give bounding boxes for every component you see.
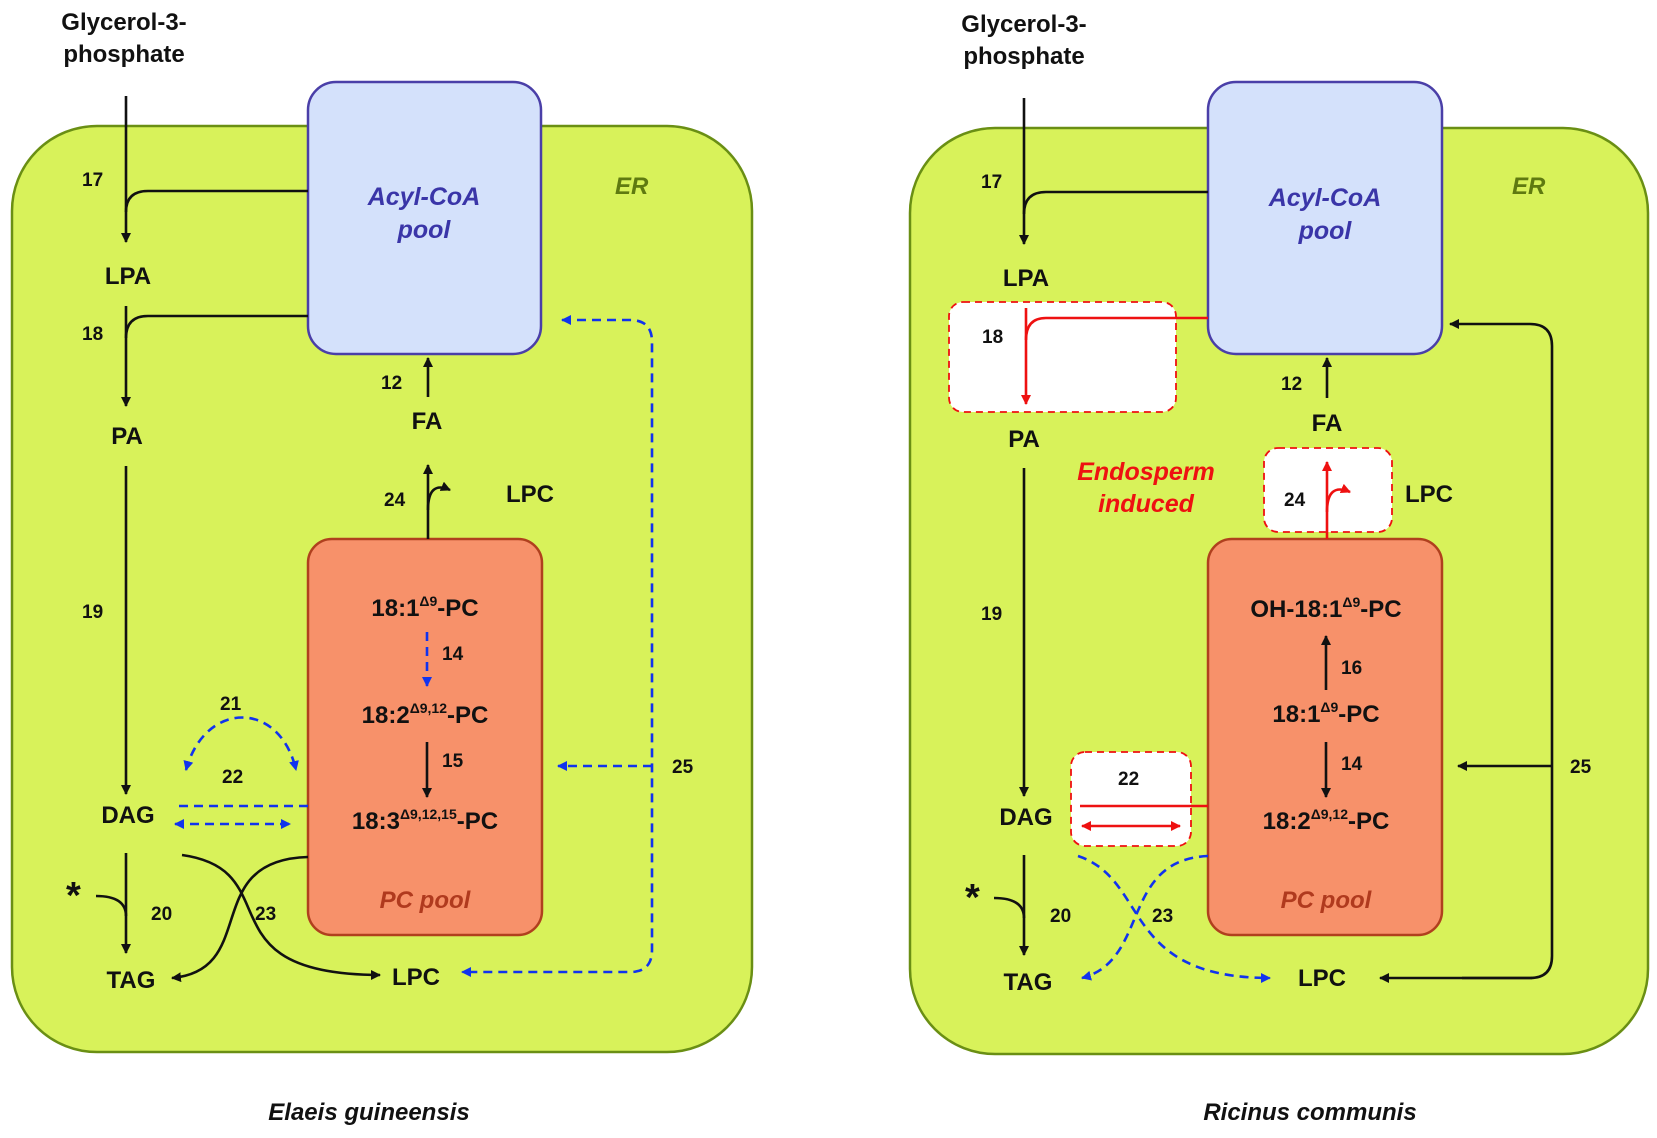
- step-16-2: 16: [1341, 658, 1362, 679]
- pc3-tail: -PC: [457, 808, 498, 835]
- step-21: 21: [220, 694, 242, 715]
- step-20: 20: [151, 904, 172, 925]
- pc3-sup-2: Δ9,12: [1311, 806, 1349, 822]
- step-24: 24: [384, 490, 406, 511]
- dashed-23-dag-to-lpc: [1077, 854, 1271, 983]
- acyl-feed-17-2: [1022, 190, 1208, 215]
- step-25: 25: [672, 757, 694, 778]
- step-14-2: 14: [1341, 754, 1363, 775]
- step-15: 15: [442, 751, 464, 772]
- step-19-2: 19: [981, 604, 1002, 625]
- step-12: 12: [381, 373, 402, 394]
- endosperm-induced-line1: Endosperm: [1077, 458, 1215, 486]
- lpa-label-2: LPA: [1003, 265, 1049, 292]
- dag-label: DAG: [101, 802, 154, 829]
- step-25-2: 25: [1570, 757, 1592, 778]
- pc2-main: 18:2: [362, 702, 410, 729]
- step-17-2: 17: [981, 172, 1002, 193]
- lpa-label: LPA: [105, 263, 151, 290]
- pc2-tail-2: -PC: [1338, 701, 1379, 728]
- endosperm-induced-line2: induced: [1098, 490, 1195, 518]
- panel-elaeis: ER Acyl-CoA pool PC pool Glycerol-3- pho…: [10, 9, 754, 1126]
- pc1-tail: -PC: [437, 595, 478, 622]
- dag-label-2: DAG: [999, 804, 1052, 831]
- er-label: ER: [615, 173, 649, 200]
- star-marker-2: *: [965, 877, 980, 919]
- step-22: 22: [222, 767, 243, 788]
- step-19: 19: [82, 602, 103, 623]
- star-marker: *: [66, 875, 81, 917]
- star-feed-20: [95, 894, 128, 917]
- pc-pool-label-2: PC pool: [1281, 887, 1373, 914]
- step-18-2: 18: [982, 327, 1003, 348]
- pc-species-1-2: OH-18:1Δ9-PC: [1250, 594, 1401, 623]
- tag-label-2: TAG: [1004, 969, 1053, 996]
- fa-label-2: FA: [1312, 410, 1343, 437]
- pc1-sup: Δ9: [419, 593, 437, 609]
- acyl-coa-pool-box-2: [1206, 80, 1444, 356]
- acyl-coa-pool-word: pool: [397, 216, 452, 244]
- acyl-coa-label: Acyl-CoA: [367, 183, 481, 211]
- pc1-tail-2: -PC: [1360, 596, 1401, 623]
- lpc-bottom-label: LPC: [392, 964, 440, 991]
- dashed-25-loop: [461, 315, 654, 977]
- panel-ricinus: ER Acyl-CoA pool PC pool Glycerol-3- pho…: [908, 11, 1650, 1126]
- acyl-coa-pool-word-2: pool: [1298, 217, 1353, 245]
- pc-species-3-2: 18:2Δ9,12-PC: [1263, 806, 1390, 835]
- species-label-elaeis: Elaeis guineensis: [268, 1099, 469, 1126]
- step-23-2: 23: [1152, 906, 1173, 927]
- arrow-23-pc-to-tag: [171, 855, 309, 983]
- lpc-bottom-label-2: LPC: [1298, 965, 1346, 992]
- pc2-tail: -PC: [447, 702, 488, 729]
- pc1-main-2: OH-18:1: [1250, 596, 1342, 623]
- g3p-label-line1: Glycerol-3-: [61, 9, 186, 36]
- step-22-2: 22: [1118, 769, 1139, 790]
- step-20-2: 20: [1050, 906, 1071, 927]
- pc2-sup: Δ9,12: [410, 700, 448, 716]
- step-17: 17: [82, 170, 103, 191]
- species-label-ricinus: Ricinus communis: [1203, 1099, 1416, 1126]
- red-arrow-24-to-lpc: [1325, 483, 1351, 513]
- pc-pool-label: PC pool: [380, 887, 472, 914]
- pc3-sup: Δ9,12,15: [400, 806, 457, 822]
- g3p-label-line1-2: Glycerol-3-: [961, 11, 1086, 38]
- star-feed-20-2: [993, 896, 1026, 919]
- pc2-main-2: 18:1: [1272, 701, 1320, 728]
- g3p-label-line2-2: phosphate: [963, 43, 1084, 70]
- pc2-sup-2: Δ9: [1320, 699, 1338, 715]
- pc-species-2-2: 18:1Δ9-PC: [1272, 699, 1379, 728]
- step-18: 18: [82, 324, 103, 345]
- lpc-top-label-2: LPC: [1405, 481, 1453, 508]
- arrow-23-dag-to-lpc: [181, 853, 381, 980]
- pc3-tail-2: -PC: [1348, 808, 1389, 835]
- loop-25: [1449, 319, 1554, 980]
- er-label-2: ER: [1512, 173, 1546, 200]
- pa-label-2: PA: [1008, 426, 1040, 453]
- pc3-main-2: 18:2: [1263, 808, 1311, 835]
- arrow-24-to-lpc: [426, 481, 451, 511]
- pc-pool-box-2: [1206, 537, 1444, 937]
- step-24-2: 24: [1284, 490, 1306, 511]
- tag-label: TAG: [107, 967, 156, 994]
- induced-box-22: [1070, 751, 1192, 847]
- step-12-2: 12: [1281, 374, 1302, 395]
- acyl-coa-pool-box: [306, 80, 543, 356]
- acyl-feed-17: [124, 189, 308, 213]
- induced-box-18: [948, 301, 1177, 413]
- step-23: 23: [255, 904, 276, 925]
- acyl-feed-18: [124, 314, 308, 339]
- acyl-coa-label-2: Acyl-CoA: [1268, 184, 1382, 212]
- lpc-top-label: LPC: [506, 481, 554, 508]
- pc1-main: 18:1: [371, 595, 419, 622]
- step-14: 14: [442, 644, 464, 665]
- g3p-label-line2: phosphate: [63, 41, 184, 68]
- pc1-sup-2: Δ9: [1342, 594, 1360, 610]
- dashed-23-pc-to-tag: [1081, 854, 1209, 981]
- dashed-21: [183, 716, 299, 771]
- pa-label: PA: [111, 423, 143, 450]
- fa-label: FA: [412, 408, 443, 435]
- pc3-main: 18:3: [352, 808, 400, 835]
